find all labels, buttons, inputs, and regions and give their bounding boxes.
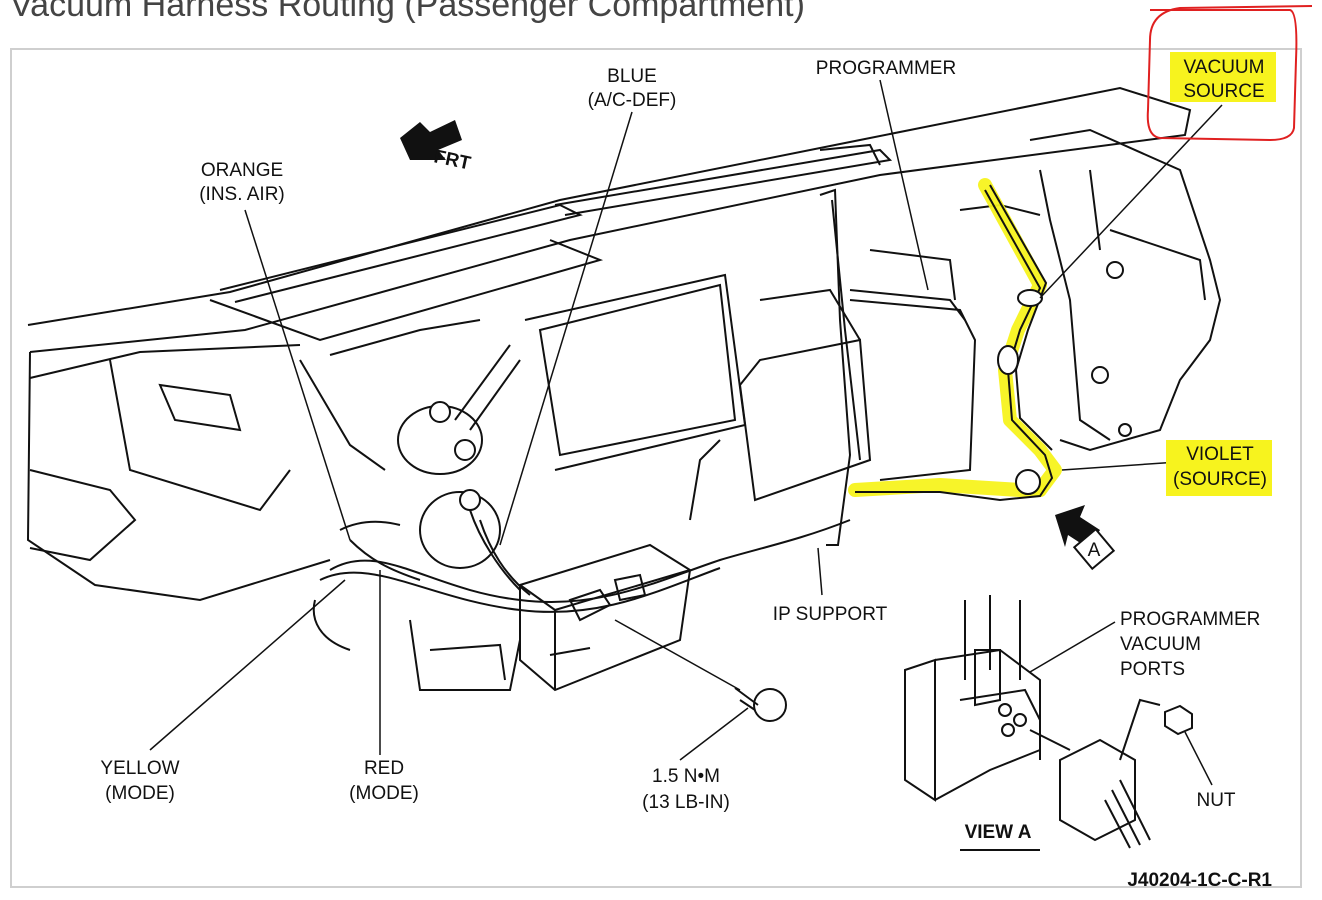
vacuum-source-highlight: [1170, 52, 1276, 102]
violet-source-hose-highlight: [848, 178, 1062, 502]
page-title: Vacuum Harness Routing (Passenger Compar…: [10, 0, 805, 24]
view-a-marker-box: A: [1072, 527, 1116, 571]
dashboard-outline: [26, 86, 1222, 692]
programmer-vacuum-ports-label-line3: PORTS: [1120, 659, 1185, 680]
programmer-vacuum-ports-label-line1: PROGRAMMER: [1120, 609, 1260, 630]
ip-support-label: IP SUPPORT: [773, 604, 888, 625]
yellow-label-line2: (MODE): [105, 783, 175, 804]
view-a-marker-label: A: [1088, 540, 1101, 561]
programmer-vacuum-ports-label-line2: VACUUM: [1120, 634, 1201, 655]
programmer-label: PROGRAMMER: [816, 58, 956, 79]
red-label-line1: RED: [364, 758, 404, 779]
view-a-inset: [904, 595, 1193, 851]
blue-label-line2: (A/C-DEF): [588, 90, 677, 111]
yellow-label-line1: YELLOW: [100, 758, 179, 779]
orange-label-line2: (INS. AIR): [199, 184, 285, 205]
leader-lines: [149, 79, 1223, 786]
orange-label-line1: ORANGE: [201, 160, 283, 181]
front-label: FRT: [432, 146, 473, 174]
violet-source-highlight: [1166, 440, 1272, 496]
screw-icon: [734, 687, 787, 722]
front-arrow-icon: [400, 120, 462, 160]
blue-label-line1: BLUE: [607, 66, 657, 87]
red-label-line2: (MODE): [349, 783, 419, 804]
view-a-label: VIEW A: [965, 822, 1032, 843]
torque-label-line2: (13 LB-IN): [642, 792, 730, 813]
torque-label-line1: 1.5 N•M: [652, 766, 720, 787]
vacuum-source-label-line1: VACUUM: [1184, 57, 1265, 78]
vacuum-hoses: [312, 509, 851, 651]
violet-label-line1: VIOLET: [1186, 444, 1254, 465]
violet-label-line2: (SOURCE): [1173, 469, 1267, 490]
figure-code: J40204-1C-C-R1: [1127, 870, 1272, 891]
nut-label: NUT: [1196, 790, 1235, 811]
annotation-circle: [1146, 5, 1313, 142]
vacuum-source-label-line2: SOURCE: [1183, 81, 1264, 102]
